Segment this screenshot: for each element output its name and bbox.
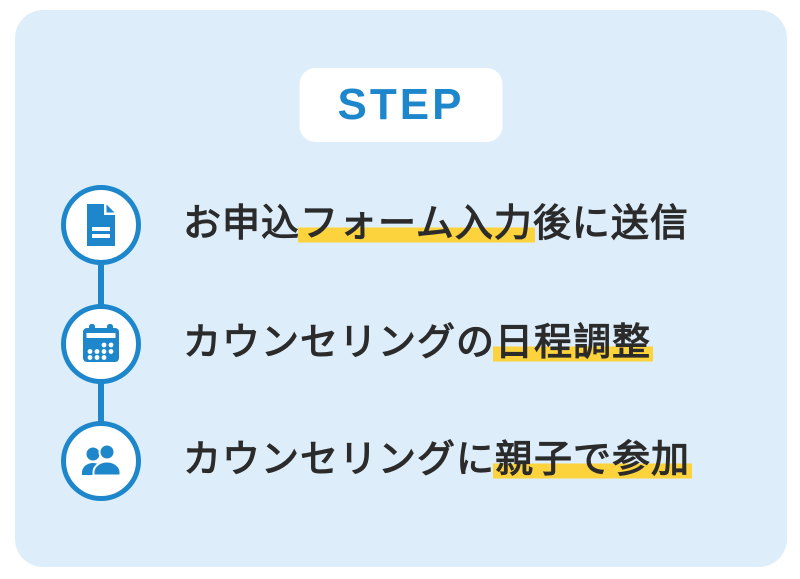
step-2-text-pre: カウンセリングの — [183, 322, 496, 365]
step-1-icon-circle — [61, 185, 141, 265]
document-icon — [77, 201, 125, 249]
step-3-text-pre: カウンセリングに — [183, 439, 496, 482]
people-icon — [77, 437, 125, 485]
step-badge: STEP — [299, 68, 503, 142]
step-row-3: カウンセリングに親子で参加 — [61, 421, 693, 501]
step-2-icon-circle — [61, 304, 141, 384]
step-row-2: カウンセリングの日程調整 — [61, 304, 654, 384]
steps-panel: STEP お申込フォーム入力後に送信 — [15, 10, 787, 567]
step-3-label: カウンセリングに親子で参加 — [183, 437, 693, 485]
step-row-1: お申込フォーム入力後に送信 — [61, 185, 689, 265]
step-badge-label: STEP — [337, 80, 465, 129]
step-1-text-pre: お申込 — [183, 203, 301, 246]
step-2-label: カウンセリングの日程調整 — [183, 320, 654, 368]
calendar-icon — [77, 320, 125, 368]
step-1-label: お申込フォーム入力後に送信 — [183, 201, 689, 249]
step-1-text-post: 後に送信 — [532, 203, 689, 246]
step-3-icon-circle — [61, 421, 141, 501]
step-2-text-highlight: 日程調整 — [493, 322, 654, 365]
step-1-text-highlight: フォーム入力 — [298, 203, 535, 246]
step-3-text-highlight: 親子で参加 — [493, 439, 693, 482]
